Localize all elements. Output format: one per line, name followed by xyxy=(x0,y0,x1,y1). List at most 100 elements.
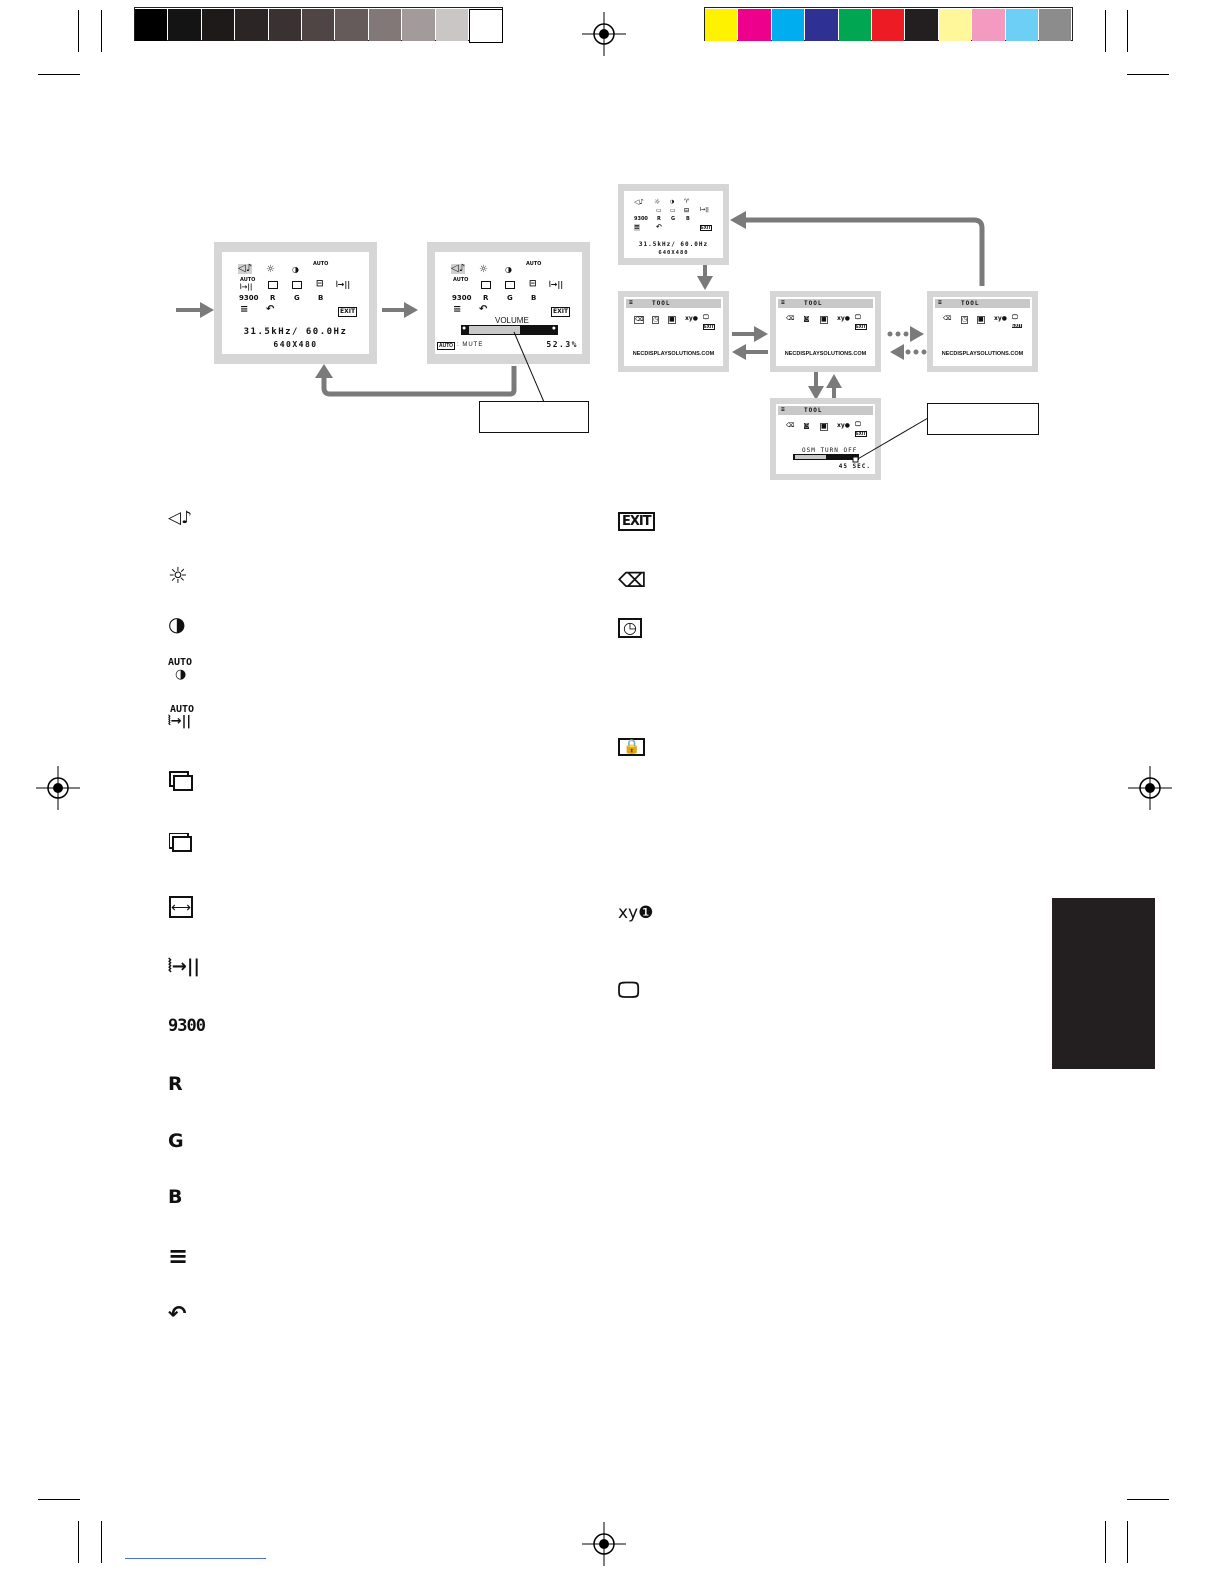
volume-icon: ◁♪ xyxy=(634,198,644,206)
h-size-icon: ⊟ xyxy=(529,279,537,289)
osm-lock-icon: ■ xyxy=(977,316,985,324)
osm-turn-off-slider[interactable] xyxy=(793,454,859,460)
color-swatch xyxy=(201,9,235,41)
red-icon: R xyxy=(657,216,661,222)
exit-icon: EXIT xyxy=(618,512,655,531)
callout-box-right xyxy=(927,403,1039,435)
tool-icon: ≡ xyxy=(168,1242,189,1270)
volume-percent: 52.3% xyxy=(546,340,578,349)
osm-turn-off-icon: ◷ xyxy=(652,316,660,324)
green-icon: G xyxy=(671,216,676,222)
volume-slider-fill xyxy=(469,326,520,334)
fine-icon: ⦚→|| xyxy=(336,280,351,289)
osm-turn-off-icon: ◷ xyxy=(618,618,642,638)
crop-mark xyxy=(1127,1521,1128,1563)
color-swatch xyxy=(402,9,435,41)
monitor-info-icon: 🖵 xyxy=(703,314,709,321)
monitor-info-icon: 🖵 xyxy=(855,421,861,428)
factory-preset-icon: ↶ xyxy=(266,304,275,315)
h-size-icon: ⊟ xyxy=(316,279,324,289)
crop-mark xyxy=(38,1499,80,1500)
fine-icon: ⦚→|| xyxy=(700,207,709,213)
brightness-icon: ☼ xyxy=(654,198,661,206)
registration-mark-left xyxy=(36,766,80,810)
osm-lock-icon: ■ xyxy=(668,316,676,324)
callout-box-left xyxy=(479,401,589,433)
osm-volume-screen: ◁♪ ☼ ◑ AUTO AUTO ⊟ ⦚→|| 9300 R G B ≡ ↶ E… xyxy=(427,242,590,364)
osm-turn-off-value: 45 SEC. xyxy=(838,463,871,470)
tool-icon: ≡ xyxy=(781,299,786,306)
color-swatch xyxy=(435,9,468,41)
monitor-info-icon: 🖵 xyxy=(618,978,640,1003)
language-icon: ⌫ xyxy=(943,315,952,322)
color-swatch xyxy=(705,9,738,41)
registration-mark-bottom xyxy=(582,1522,626,1566)
contrast-icon: ◑ xyxy=(168,612,186,636)
exit-icon: EXIT xyxy=(551,307,571,317)
registration-mark-right xyxy=(1128,766,1172,810)
auto-contrast-icon: ♈ xyxy=(684,198,690,205)
crop-mark xyxy=(1105,1521,1106,1563)
tool-title-bar: ≡ TOOL xyxy=(778,299,873,308)
v-position-icon xyxy=(505,281,515,289)
color-temp-icon: 9300 xyxy=(239,294,259,302)
fine-icon: ⦚→|| xyxy=(549,280,564,289)
website-url: NECDISPLAYSOLUTIONS.COM xyxy=(784,351,867,357)
resolution-text: 640X480 xyxy=(273,340,318,349)
h-position-icon: ▭ xyxy=(656,207,662,214)
tool-screen-3: ≡TOOL ⌫ ◷ ■ xy● 🖵 EXIT NECDISPLAYSOLUTIO… xyxy=(927,291,1038,372)
information-icon: xy❶ xyxy=(618,903,654,923)
red-icon: R xyxy=(483,294,489,302)
frequency-text: 31.5kHz/ 60.0Hz xyxy=(243,327,348,337)
tool-title: TOOL xyxy=(652,300,671,307)
callout-line-left xyxy=(513,331,545,403)
h-position-icon xyxy=(481,281,491,289)
color-swatch xyxy=(805,9,838,41)
osm-turn-off-icon: ◷ xyxy=(961,316,969,324)
color-swatch xyxy=(335,9,368,41)
color-swatch xyxy=(1005,9,1038,41)
auto-adjust-glyph: ⦚→|| xyxy=(240,283,253,291)
auto-adjust-icon: AUTO xyxy=(170,704,195,715)
auto-adjust-icon: AUTO xyxy=(240,277,256,283)
volume-slider[interactable]: ● ● xyxy=(461,325,558,335)
blue-icon: B xyxy=(686,216,690,222)
factory-preset-icon: ↶ xyxy=(168,1302,187,1327)
color-temp-icon: 9300 xyxy=(452,294,472,302)
color-swatch xyxy=(771,9,805,41)
tool-title-bar: ≡TOOL xyxy=(935,299,1030,308)
information-icon: xy● xyxy=(994,315,1008,322)
tool-icon: ≡ xyxy=(634,223,640,231)
resolution-text: 640X480 xyxy=(658,250,689,256)
color-swatch xyxy=(972,9,1005,41)
auto-adjust-icon: AUTO xyxy=(453,277,469,283)
color-swatch xyxy=(1039,9,1072,41)
osm-turn-off-icon: ◷ xyxy=(804,315,810,322)
monitor-info-icon: 🖵 xyxy=(1012,314,1018,321)
h-size-icon: ⊟ xyxy=(684,207,690,214)
fine-icon: ⦚→|| xyxy=(168,956,200,977)
crop-mark xyxy=(1127,1499,1169,1500)
volume-icon: ◁♪ xyxy=(451,263,466,274)
crop-mark xyxy=(101,10,102,52)
callout-line-right xyxy=(852,417,929,463)
monitor-info-icon: 🖵 xyxy=(855,314,861,321)
brightness-icon: ☼ xyxy=(168,564,188,589)
tool-title: TOOL xyxy=(804,300,823,307)
information-icon: xy● xyxy=(685,315,699,322)
color-swatch xyxy=(235,9,268,41)
flow-arrows-right xyxy=(697,211,985,400)
footer-rule xyxy=(125,1558,266,1559)
tool-icon: ≡ xyxy=(938,299,943,306)
osm-turn-off-slider-fill xyxy=(795,455,826,459)
mute-prefix: AUTO xyxy=(437,342,456,350)
osm-lock-icon: 🔒 xyxy=(618,738,646,756)
mute-text: : MUTE xyxy=(457,342,484,348)
color-temp-icon: 9300 xyxy=(168,1016,206,1036)
osm-main-screen-small: ◁♪ ☼ ◑ ♈ ▭ ▭ ⊟ ⦚→|| 9300 R G B ≡ ↶ EXIT … xyxy=(618,184,729,265)
flow-arrows-left xyxy=(176,302,517,397)
information-icon: xy● xyxy=(837,422,851,429)
tool-screen-2: ≡TOOL ⌫ ◷ ■ xy● 🖵 EXIT NECDISPLAYSOLUTIO… xyxy=(770,291,881,372)
exit-icon: EXIT xyxy=(855,431,868,437)
green-icon: G xyxy=(168,1130,184,1152)
